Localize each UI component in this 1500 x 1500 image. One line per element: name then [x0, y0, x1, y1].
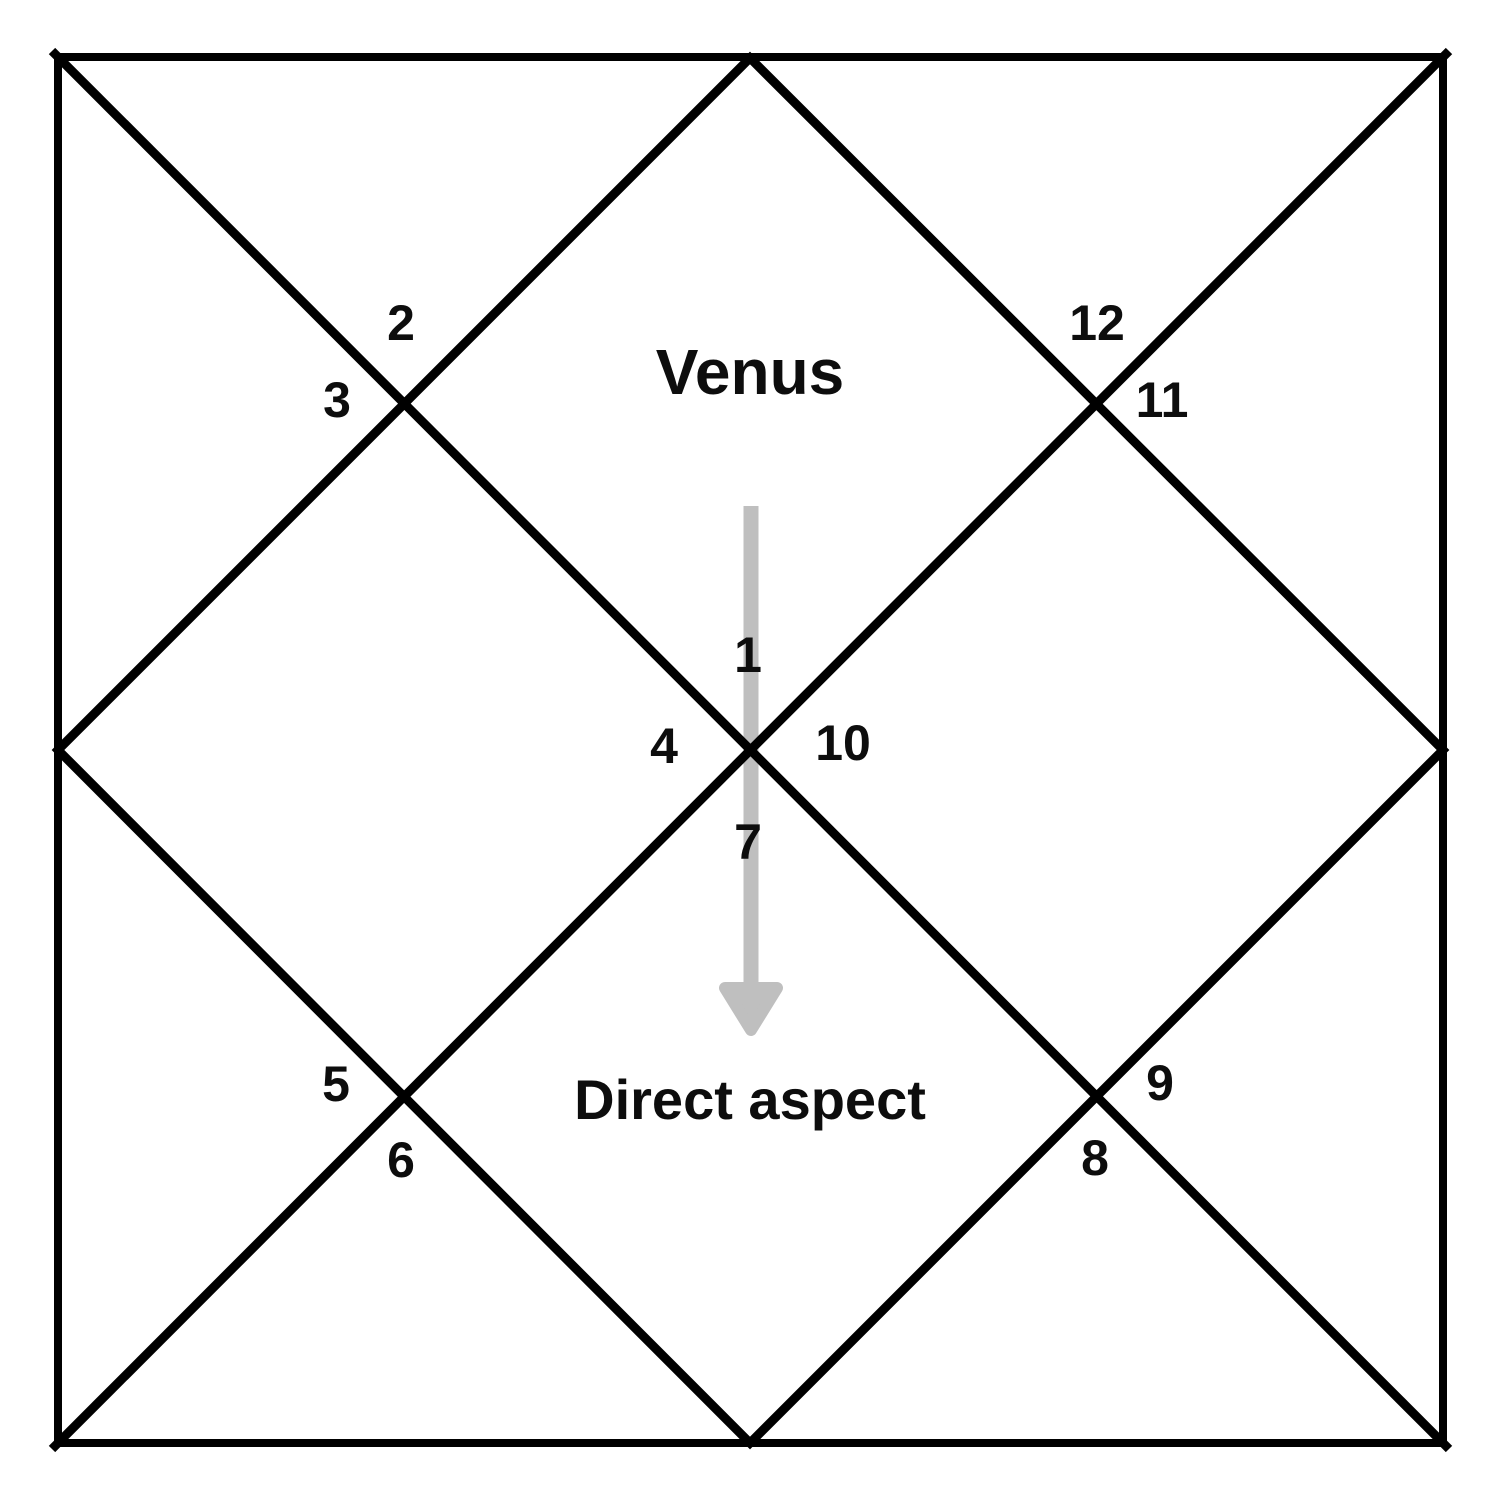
house-9-label: 9 — [1146, 1055, 1174, 1111]
house-4-label: 4 — [650, 718, 678, 774]
aspect-arrow-head — [719, 982, 783, 1036]
house-5-label: 5 — [322, 1056, 350, 1112]
house-2-label: 2 — [387, 295, 415, 351]
house-1-label: 1 — [734, 627, 762, 683]
house-11-label: 11 — [1135, 372, 1189, 428]
planet-label: Venus — [655, 336, 845, 408]
aspect-label: Direct aspect — [574, 1068, 926, 1131]
house-10-label: 10 — [815, 715, 871, 771]
house-7-label: 7 — [734, 814, 762, 870]
house-8-label: 8 — [1081, 1130, 1109, 1186]
inner-diamond — [51, 51, 1450, 1450]
diagonal-tr-bl — [48, 47, 1453, 1453]
house-3-label: 3 — [323, 372, 351, 428]
house-6-label: 6 — [387, 1132, 415, 1188]
house-12-label: 12 — [1069, 295, 1125, 351]
